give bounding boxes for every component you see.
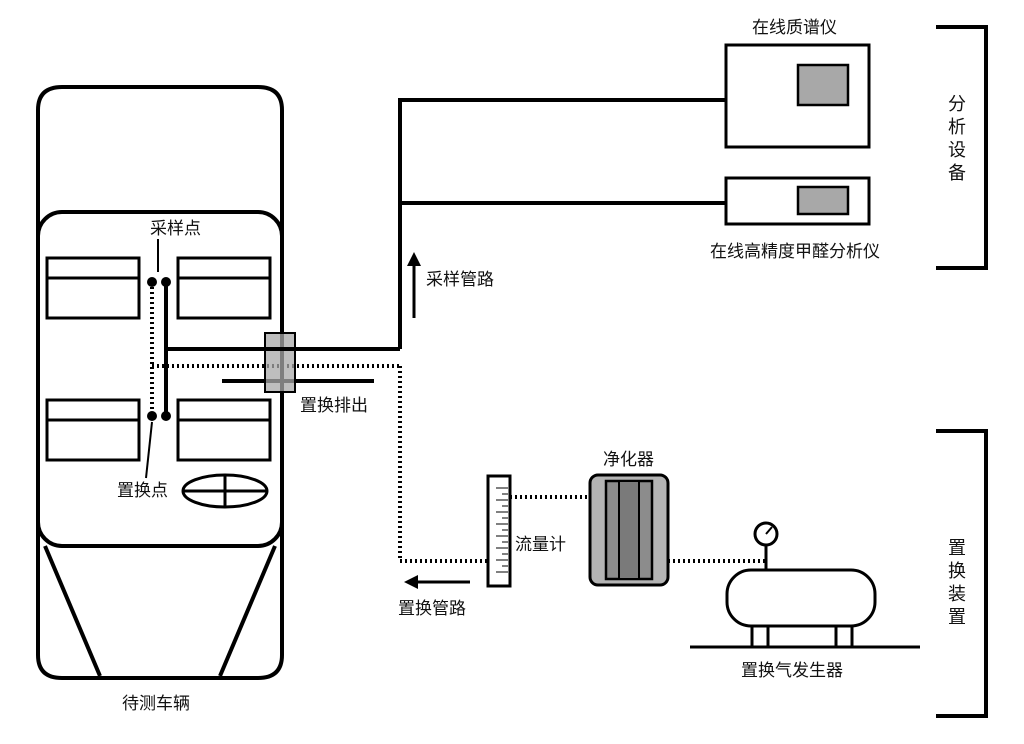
- replacement-pipeline-label: 置换管路: [398, 599, 466, 619]
- replacement-point-leader: [145, 421, 153, 479]
- analysis-equipment-bracket: [936, 25, 988, 270]
- gas-generator-label: 置换气发生器: [741, 661, 843, 681]
- seat-rear-right: [176, 398, 272, 462]
- svg-text:设: 设: [948, 140, 966, 161]
- replacement-exhaust-label: 置换排出: [300, 396, 368, 416]
- vehicle-label: 待测车辆: [122, 694, 190, 714]
- seat-front-left: [45, 256, 141, 320]
- svg-text:换: 换: [948, 561, 966, 582]
- steering-wheel-icon: [181, 473, 269, 509]
- mass-spectrometer: [724, 43, 871, 149]
- replacement-device-label: 置 换 装 置: [948, 538, 966, 628]
- replacement-point-label: 置换点: [117, 481, 168, 501]
- svg-text:析: 析: [948, 117, 966, 138]
- door-pass-through-block: [264, 332, 296, 393]
- replacement-device-bracket: [936, 429, 988, 718]
- replacement-pipeline: [398, 366, 766, 563]
- sampling-pipeline-label: 采样管路: [426, 270, 494, 290]
- vehicle: [36, 85, 284, 680]
- internal-replacement-line: [147, 277, 400, 421]
- replacement-point-dot-top: [147, 277, 157, 287]
- svg-text:置: 置: [948, 538, 966, 559]
- analysis-equipment-label: 分 析 设 备: [948, 94, 966, 184]
- purifier-label: 净化器: [603, 450, 654, 470]
- mass-spectrometer-label: 在线质谱仪: [752, 18, 837, 38]
- seat-rear-left: [45, 398, 141, 462]
- svg-text:装: 装: [948, 584, 966, 605]
- sampling-point-dot-bottom: [161, 411, 171, 421]
- sampling-point-label: 采样点: [150, 219, 201, 239]
- seat-front-right: [176, 256, 272, 320]
- replacement-arrow-icon: [404, 575, 470, 589]
- replacement-point-dot-bottom: [147, 411, 157, 421]
- vehicle-body-outline: [36, 85, 284, 680]
- purifier: [588, 473, 670, 587]
- gas-generator: [690, 521, 920, 649]
- svg-text:分: 分: [948, 94, 966, 115]
- flowmeter: [486, 474, 512, 588]
- sampling-pipeline: [398, 98, 726, 349]
- sampling-arrow-icon: [407, 252, 421, 318]
- sampling-point-dot-top: [161, 277, 171, 287]
- svg-text:备: 备: [948, 163, 966, 184]
- vehicle-front-line-right: [218, 545, 277, 677]
- pressure-gauge-icon: [753, 521, 779, 547]
- svg-text:置: 置: [948, 607, 966, 628]
- formaldehyde-analyzer: [724, 176, 871, 226]
- formaldehyde-analyzer-label: 在线高精度甲醛分析仪: [710, 242, 880, 262]
- flowmeter-label: 流量计: [515, 535, 566, 555]
- vehicle-front-line-left: [43, 545, 102, 677]
